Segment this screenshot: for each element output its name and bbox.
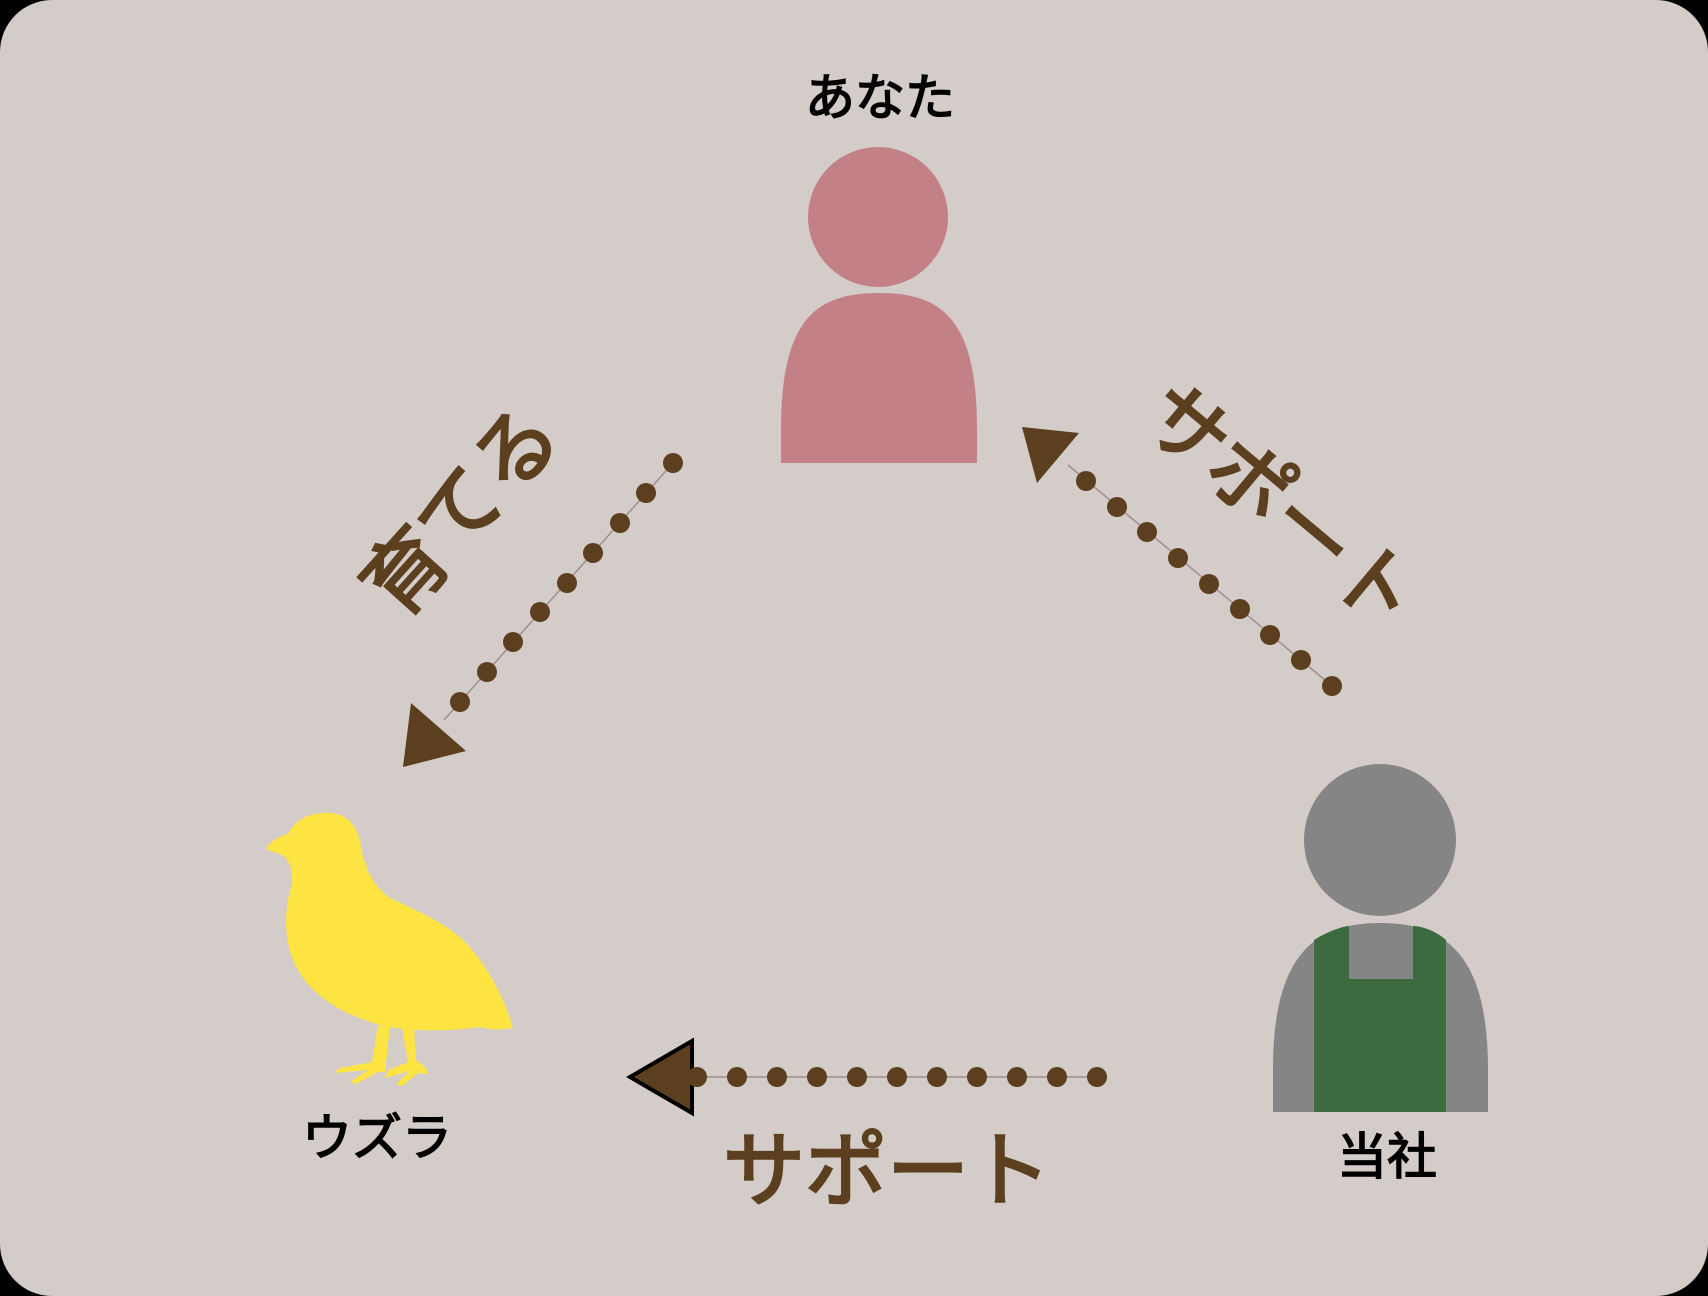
edge-company-to-quail xyxy=(626,1037,1107,1117)
arrowhead-icon xyxy=(1022,427,1079,483)
arrowhead-icon xyxy=(626,1037,694,1117)
edge-you-to-quail xyxy=(403,453,683,767)
edge-label-support-quail: サポート xyxy=(722,1124,1052,1219)
edge-company-to-you xyxy=(1022,427,1342,696)
quail-icon xyxy=(266,812,513,1086)
person-you-icon xyxy=(781,147,977,463)
person-company-icon xyxy=(1273,764,1488,1112)
arrowhead-icon xyxy=(403,703,466,767)
node-label-company: 当社 xyxy=(1337,1128,1437,1186)
node-label-quail: ウズラ xyxy=(302,1109,452,1167)
node-label-you: あなた xyxy=(805,69,955,127)
